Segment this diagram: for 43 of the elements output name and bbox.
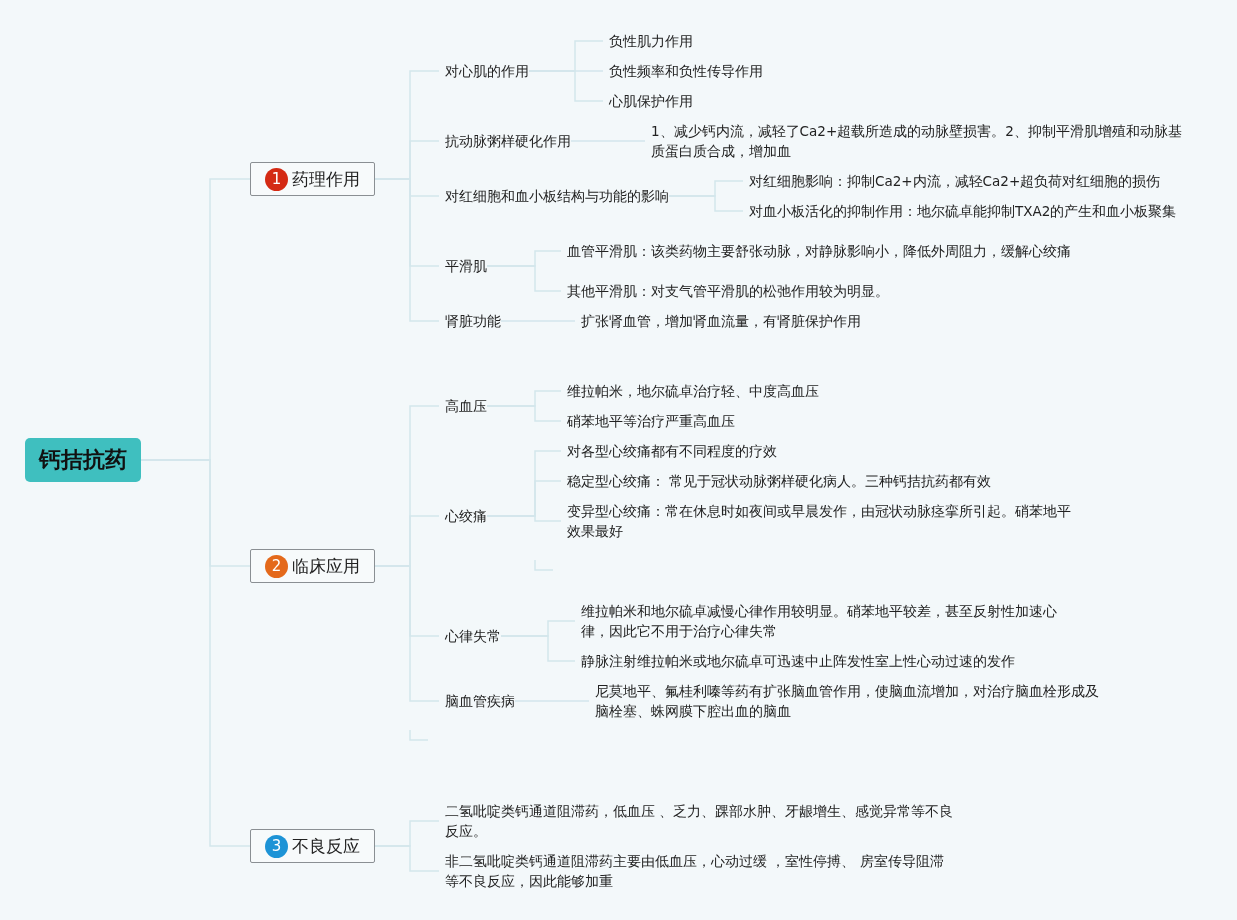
branch-line	[374, 845, 440, 872]
branch-text: 维拉帕米和地尔硫卓减慢心律作用较明显。硝苯地平较差，甚至反射性加速心律，因此它不用于治疗心律失常	[575, 601, 1071, 641]
branch-text: 脑血管疾病	[439, 691, 515, 711]
number-badge: 2	[265, 554, 288, 578]
branch-text: 抗动脉粥样硬化作用	[439, 131, 571, 151]
branch-text: 其他平滑肌：对支气管平滑肌的松弛作用较为明显。	[561, 281, 889, 301]
branch-text: 变异型心绞痛：常在休息时如夜间或早晨发作，由冠状动脉痉挛所引起。硝苯地平效果最好	[561, 501, 1072, 541]
topic-box	[250, 829, 375, 863]
branch-text: 扩张肾血管，增加肾血流量，有肾脏保护作用	[575, 311, 861, 331]
branch-text: 静脉注射维拉帕米或地尔硫卓可迅速中止阵发性室上性心动过速的发作	[575, 651, 1015, 671]
topic-label: 临床应用	[292, 555, 360, 578]
branch-text: 硝苯地平等治疗严重高血压	[561, 411, 735, 431]
branch-text: 维拉帕米，地尔硫卓治疗轻、中度高血压	[561, 381, 819, 401]
branch-text: 负性肌力作用	[603, 31, 693, 51]
branch-text: 血管平滑肌：该类药物主要舒张动脉，对静脉影响小，降低外周阻力，缓解心绞痛	[561, 241, 1072, 261]
branch-text: 二氢吡啶类钙通道阻滞药，低血压 、乏力、踝部水肿、牙龈增生、感觉异常等不良反应。	[439, 801, 955, 841]
branch-text: 平滑肌	[439, 256, 487, 276]
branch-text: 心绞痛	[439, 506, 487, 526]
branch-text: 对心肌的作用	[439, 61, 529, 81]
branch-text: 稳定型心绞痛： 常见于冠状动脉粥样硬化病人。三种钙拮抗药都有效	[561, 471, 992, 491]
branch-line	[486, 265, 562, 292]
branch-text: 负性频率和负性传导作用	[603, 61, 763, 81]
topic-box	[250, 162, 375, 196]
branch-line	[500, 635, 576, 662]
topic-box	[250, 549, 375, 583]
branch-line	[486, 405, 562, 422]
branch-text: 对血小板活化的抑制作用：地尔硫卓能抑制TXA2的产生和血小板聚集	[743, 201, 1177, 221]
branch-text: 高血压	[439, 396, 487, 416]
root-topic: 钙拮抗药	[25, 438, 141, 482]
number-badge: 1	[265, 167, 288, 191]
branch-line	[668, 195, 744, 212]
branch-text: 尼莫地平、氟桂利嗪等药有扩张脑血管作用，使脑血流增加，对治疗脑血栓形成及脑栓塞、蛛网膜下腔出血的脑血	[589, 681, 1100, 721]
topic-label: 不良反应	[292, 835, 360, 858]
branch-text: 非二氢吡啶类钙通道阻滞药主要由低血压，心动过缓 ，室性停搏、 房室传导阻滞等不良反应，因此能够加重	[439, 851, 955, 891]
topic-label: 药理作用	[292, 168, 360, 191]
branch-text: 对红细胞和血小板结构与功能的影响	[439, 186, 669, 206]
number-badge: 3	[265, 834, 288, 858]
branch-text: 肾脏功能	[439, 311, 501, 331]
branch-text: 对各型心绞痛都有不同程度的疗效	[561, 441, 777, 461]
branch-text: 心肌保护作用	[603, 91, 693, 111]
branch-text: 对红细胞影响：抑制Ca2+内流，减轻Ca2+超负荷对红细胞的损伤	[743, 171, 1161, 191]
branch-text: 心律失常	[439, 626, 501, 646]
branch-text: 1、减少钙内流，减轻了Ca2+超载所造成的动脉壁损害。2、抑制平滑肌增殖和动脉基质蛋白质合成，增加血	[645, 121, 1191, 161]
